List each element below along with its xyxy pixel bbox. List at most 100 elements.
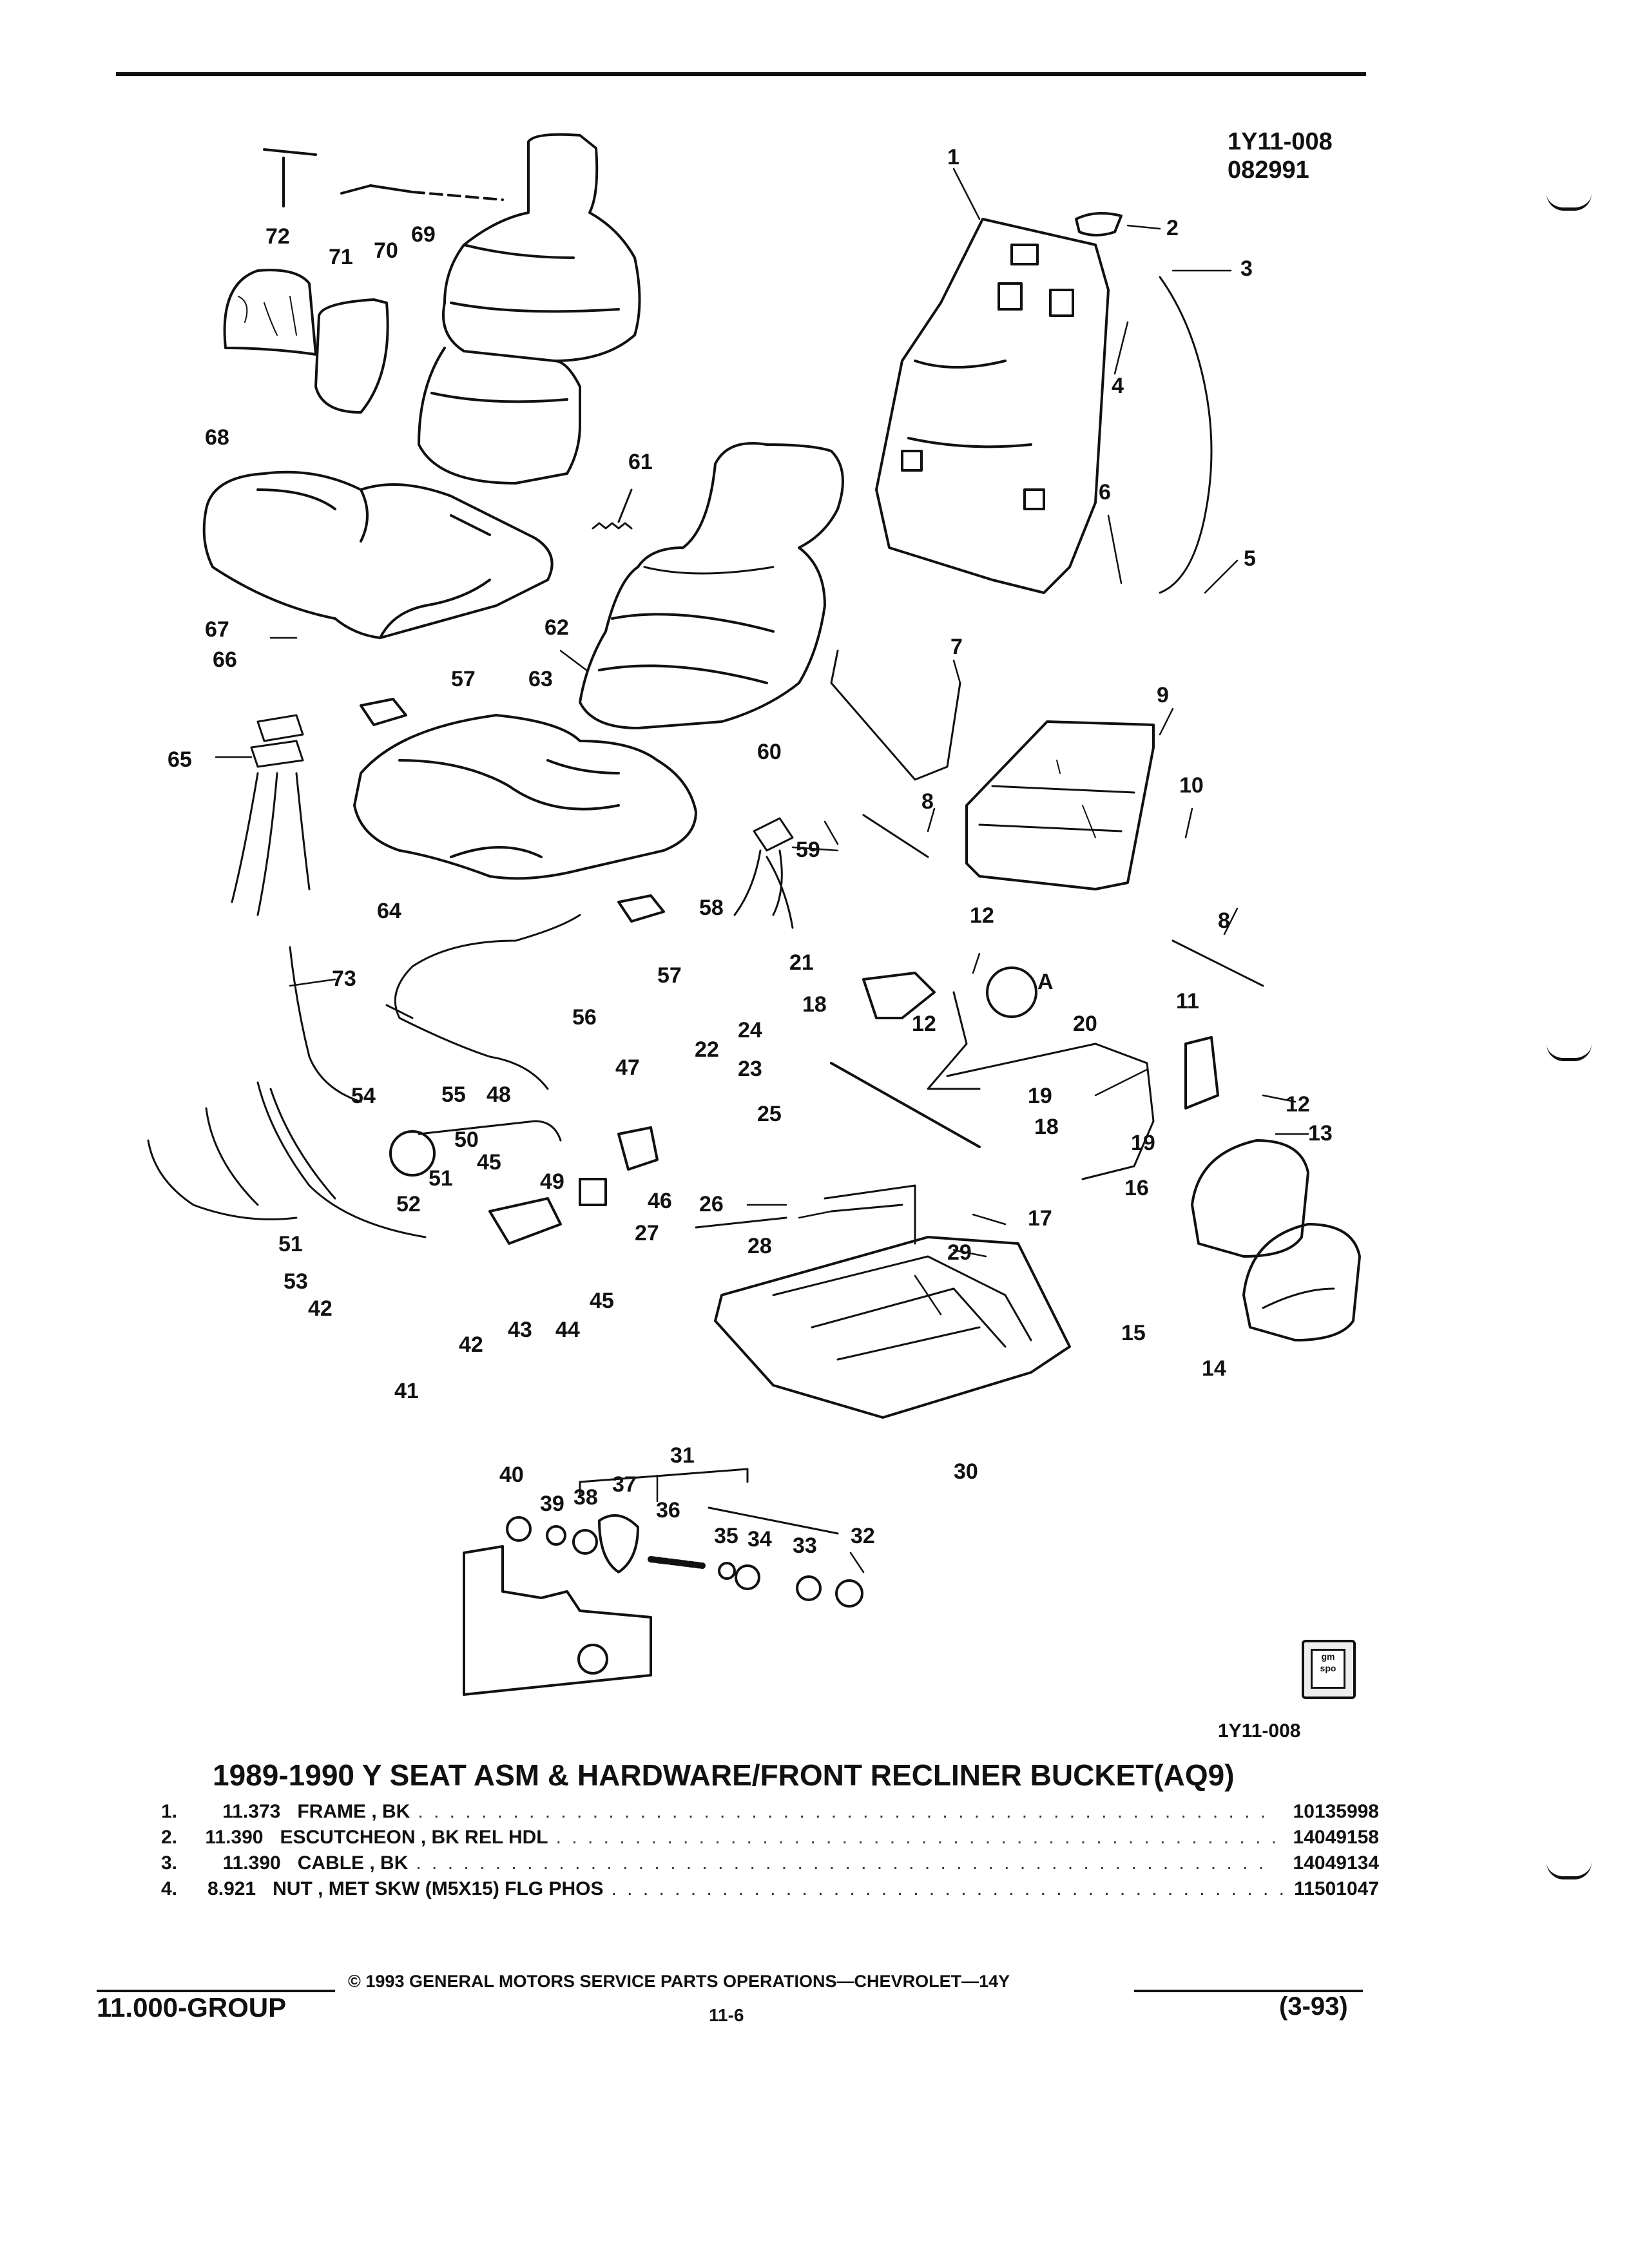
callout-45a: 45 bbox=[477, 1150, 501, 1175]
figure-code-header: 1Y11-008 082991 bbox=[1228, 128, 1333, 184]
callout-26: 26 bbox=[699, 1192, 724, 1216]
callout-62: 62 bbox=[545, 615, 569, 640]
harness-65 bbox=[231, 714, 311, 916]
harness-lower bbox=[147, 1081, 427, 1238]
parts-row: 3. 11.390 CABLE , BK . . . . . . . . . .… bbox=[161, 1852, 1379, 1878]
footer-copyright: © 1993 GENERAL MOTORS SERVICE PARTS OPER… bbox=[348, 1972, 1010, 1991]
hub-a bbox=[986, 966, 1037, 1018]
exploded-parts-diagram: 1 2 3 4 5 6 7 8 8 9 10 11 12 12 12 13 14… bbox=[147, 133, 1361, 1696]
callout-40: 40 bbox=[499, 1463, 524, 1487]
callout-45b: 45 bbox=[590, 1289, 614, 1313]
callout-67: 67 bbox=[205, 617, 229, 642]
item-number: 2. bbox=[161, 1827, 178, 1848]
track-20 bbox=[946, 1043, 1155, 1180]
callout-39: 39 bbox=[540, 1492, 564, 1516]
callout-15: 15 bbox=[1121, 1321, 1146, 1345]
item-number: 1. bbox=[161, 1801, 178, 1822]
cable-3 bbox=[1159, 276, 1213, 594]
callout-21: 21 bbox=[789, 950, 814, 975]
seat-adjuster-30 bbox=[714, 1184, 1071, 1419]
callout-70: 70 bbox=[374, 238, 398, 263]
part-number: 14049158 bbox=[1293, 1827, 1379, 1848]
rod-24 bbox=[830, 1062, 981, 1148]
callout-4: 4 bbox=[1112, 374, 1124, 398]
callout-6: 6 bbox=[1099, 480, 1111, 505]
callout-labels: 1 2 3 4 5 6 7 8 8 9 10 11 12 12 12 13 14… bbox=[168, 145, 1333, 1558]
callout-18a: 18 bbox=[802, 992, 827, 1017]
callout-8a: 8 bbox=[921, 789, 934, 814]
callout-47: 47 bbox=[615, 1055, 640, 1080]
callout-38: 38 bbox=[574, 1485, 598, 1510]
callout-a: A bbox=[1037, 970, 1054, 994]
callout-46: 46 bbox=[648, 1189, 672, 1213]
footer-rule-right bbox=[1134, 1990, 1363, 1992]
binder-mark bbox=[1547, 1044, 1592, 1061]
pad-57a bbox=[360, 698, 407, 726]
callout-14: 14 bbox=[1202, 1356, 1226, 1381]
callout-23: 23 bbox=[738, 1057, 762, 1081]
callout-57b: 57 bbox=[657, 963, 682, 988]
callout-56: 56 bbox=[572, 1005, 597, 1030]
callout-7: 7 bbox=[950, 635, 963, 659]
callout-61: 61 bbox=[628, 450, 653, 474]
gear-bracket-31 bbox=[463, 1545, 652, 1696]
leader-dots: . . . . . . . . . . . . . . . . . . . . … bbox=[418, 1801, 1268, 1822]
callout-71: 71 bbox=[329, 245, 353, 269]
group-code: 11.373 bbox=[222, 1801, 281, 1822]
callout-18b: 18 bbox=[1034, 1115, 1059, 1139]
callout-68: 68 bbox=[205, 425, 229, 450]
gm-spo-logo-text: gm spo bbox=[1311, 1649, 1345, 1689]
callout-64: 64 bbox=[377, 899, 401, 923]
motor-54 bbox=[389, 1130, 436, 1177]
spring-61 bbox=[592, 522, 633, 530]
pad-57b bbox=[617, 894, 665, 923]
callout-69: 69 bbox=[411, 222, 436, 247]
back-frame-9 bbox=[965, 720, 1155, 890]
callout-33: 33 bbox=[793, 1533, 817, 1558]
binder-mark bbox=[1547, 1862, 1592, 1879]
callout-12c: 12 bbox=[1286, 1092, 1310, 1117]
footer-rule-left bbox=[97, 1990, 335, 1992]
callout-37: 37 bbox=[612, 1472, 637, 1497]
figure-code: 1Y11-008 bbox=[1228, 128, 1333, 155]
callout-53: 53 bbox=[284, 1269, 308, 1294]
harness-55 bbox=[385, 914, 581, 1090]
callout-51a: 51 bbox=[429, 1166, 453, 1191]
escutcheon-2 bbox=[1075, 212, 1123, 236]
group-code: 8.921 bbox=[207, 1878, 256, 1899]
callout-48: 48 bbox=[487, 1082, 511, 1107]
callout-42b: 42 bbox=[459, 1332, 483, 1357]
callout-28: 28 bbox=[747, 1234, 772, 1258]
callout-8b: 8 bbox=[1218, 908, 1230, 933]
seat-cover-back bbox=[418, 133, 641, 485]
callout-1: 1 bbox=[947, 145, 959, 169]
rod-8a bbox=[862, 814, 929, 858]
callout-12a: 12 bbox=[970, 903, 994, 928]
callout-66: 66 bbox=[213, 648, 237, 672]
callout-73: 73 bbox=[332, 966, 356, 991]
figure-date-code: 082991 bbox=[1228, 157, 1309, 184]
side-cover-13 bbox=[1191, 1139, 1309, 1258]
callout-30: 30 bbox=[954, 1459, 978, 1484]
callout-59: 59 bbox=[796, 838, 820, 862]
leader-dots: . . . . . . . . . . . . . . . . . . . . … bbox=[416, 1852, 1268, 1874]
callout-57a: 57 bbox=[451, 667, 476, 691]
part-description: FRAME , BK bbox=[297, 1801, 410, 1822]
callout-27: 27 bbox=[635, 1221, 659, 1245]
page-title: 1989-1990 Y SEAT ASM & HARDWARE/FRONT RE… bbox=[213, 1758, 1235, 1792]
footer-date: (3-93) bbox=[1279, 1992, 1348, 2021]
callout-13: 13 bbox=[1308, 1121, 1333, 1146]
gm-spo-logo: gm spo bbox=[1302, 1640, 1356, 1699]
parts-row: 4. 8.921 NUT , MET SKW (M5X15) FLG PHOS … bbox=[161, 1878, 1379, 1904]
part-number: 11501047 bbox=[1294, 1878, 1379, 1899]
parts-row: 1. 11.373 FRAME , BK . . . . . . . . . .… bbox=[161, 1801, 1379, 1827]
side-panel-71 bbox=[223, 269, 317, 356]
bracket-21 bbox=[862, 972, 936, 1019]
callout-10: 10 bbox=[1179, 773, 1204, 798]
callout-9: 9 bbox=[1157, 683, 1169, 707]
binder-mark bbox=[1547, 193, 1592, 211]
callout-41: 41 bbox=[394, 1379, 419, 1403]
bracket-49 bbox=[488, 1197, 562, 1245]
callout-55: 55 bbox=[441, 1082, 466, 1107]
seat-cushion-63 bbox=[353, 714, 697, 880]
